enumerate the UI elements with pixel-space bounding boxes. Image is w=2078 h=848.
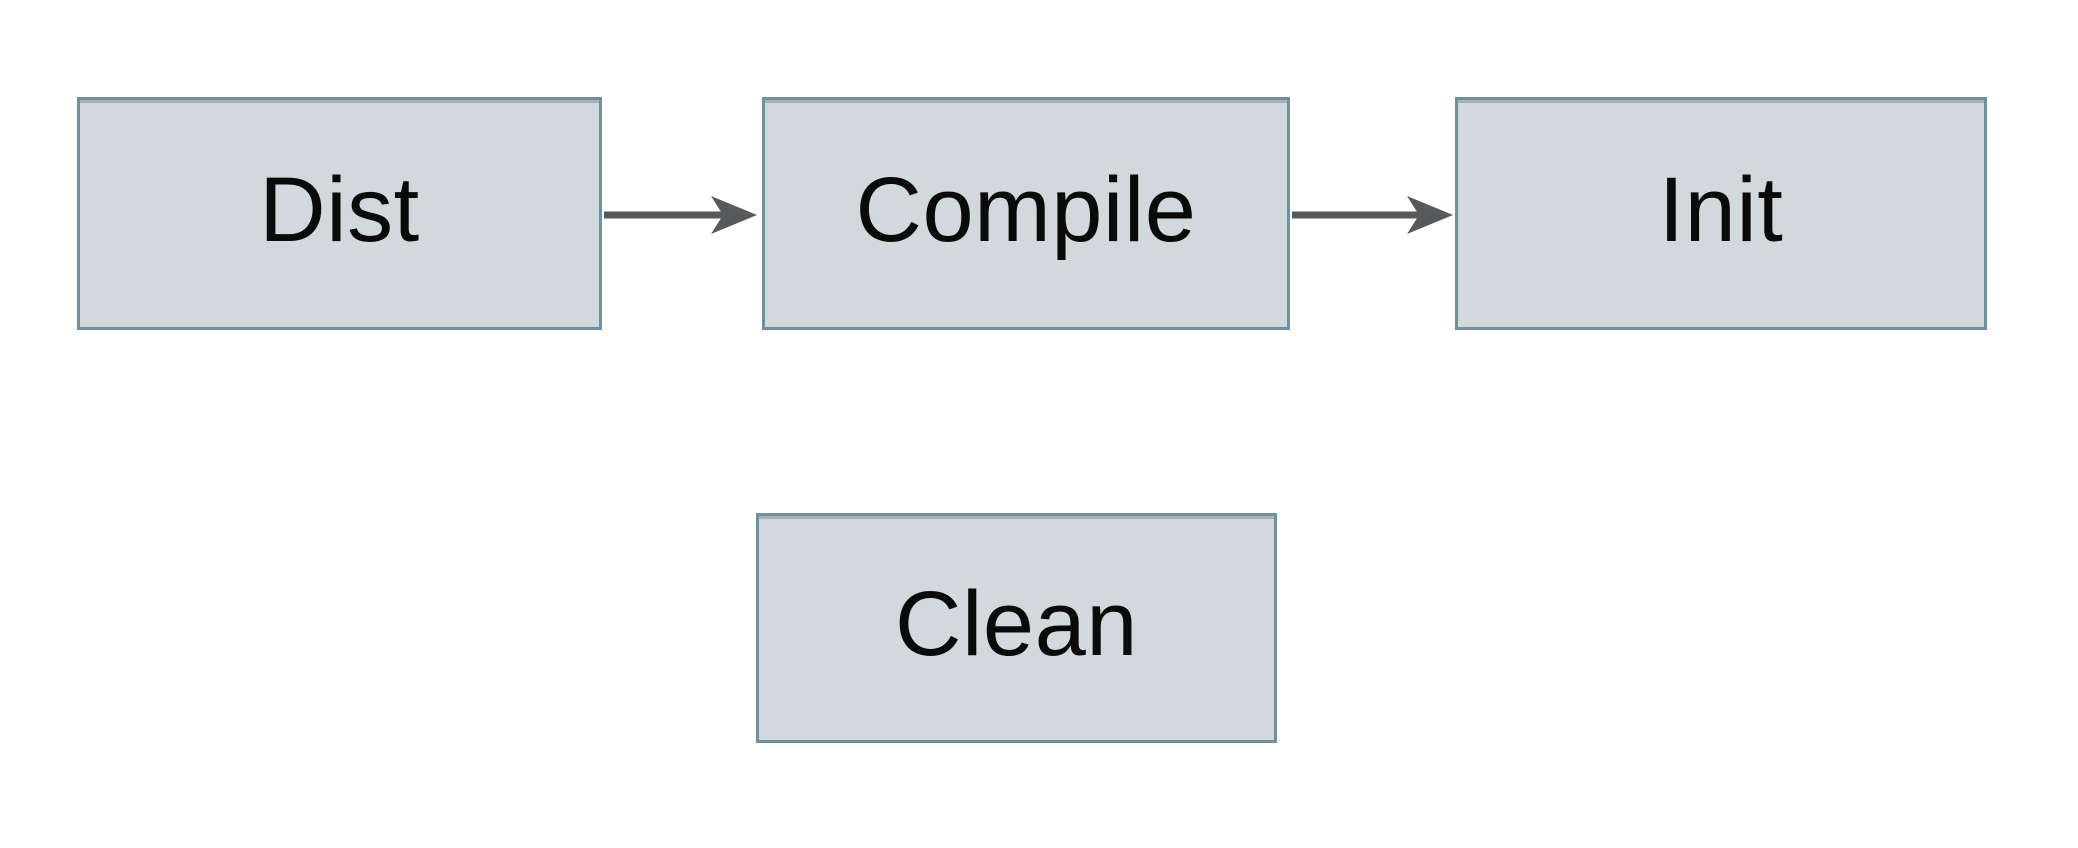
arrow-compile-to-init [1292, 196, 1453, 234]
arrow-dist-to-compile [604, 196, 757, 234]
node-compile: Compile [762, 97, 1290, 330]
node-dist-label: Dist [259, 158, 420, 261]
node-dist: Dist [77, 97, 602, 330]
node-clean-label: Clean [895, 573, 1138, 675]
node-clean: Clean [756, 513, 1277, 743]
node-init-label: Init [1658, 158, 1784, 261]
node-init: Init [1455, 97, 1987, 330]
arrow-head-icon [711, 196, 757, 234]
node-compile-label: Compile [855, 158, 1197, 261]
arrow-head-icon [1407, 196, 1453, 234]
